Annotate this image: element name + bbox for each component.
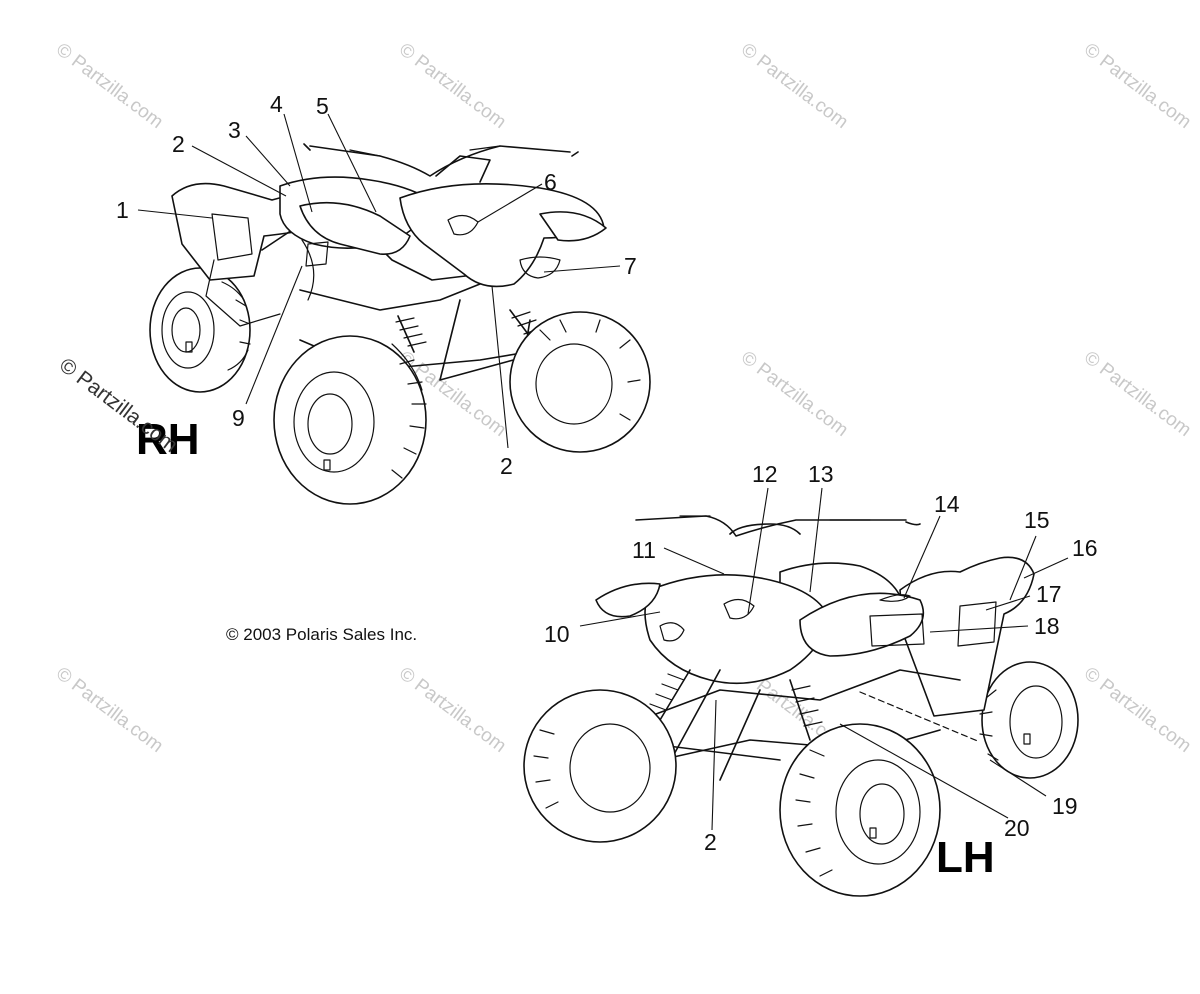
callout-1: 1 (116, 197, 129, 223)
watermark: © Partzilla.com (737, 347, 852, 441)
callout-11: 11 (632, 537, 656, 563)
callout-12: 12 (752, 461, 778, 487)
copyright-notice: © 2003 Polaris Sales Inc. (226, 625, 417, 644)
callout-10: 10 (544, 621, 570, 647)
watermark: © Partzilla.com (395, 663, 510, 757)
callout-14: 14 (934, 491, 960, 517)
callout-numbers: 1 2 3 4 5 6 7 9 2 2 10 11 12 13 14 15 16… (116, 91, 1098, 855)
callout-16: 16 (1072, 535, 1098, 561)
callout-2-rh-lower: 2 (500, 453, 513, 479)
watermark: © Partzilla.com (1080, 663, 1195, 757)
leader-lines (137, 113, 1069, 831)
atv-lh-illustration (523, 515, 1079, 897)
callout-20: 20 (1004, 815, 1030, 841)
watermark: © Partzilla.com (1080, 347, 1195, 441)
callout-17: 17 (1036, 581, 1062, 607)
callout-2: 2 (172, 131, 185, 157)
watermark: © Partzilla.com (52, 39, 167, 133)
callout-9: 9 (232, 405, 245, 431)
watermark: © Partzilla.com (1080, 39, 1195, 133)
watermark: © Partzilla.com (395, 39, 510, 133)
watermark: © Partzilla.com (737, 39, 852, 133)
callout-13: 13 (808, 461, 834, 487)
rh-side-label: RH (136, 415, 200, 464)
callout-3: 3 (228, 117, 241, 143)
callout-19: 19 (1052, 793, 1078, 819)
callout-7: 7 (624, 253, 637, 279)
watermark: © Partzilla.com (52, 663, 167, 757)
callout-6: 6 (544, 169, 557, 195)
callout-15: 15 (1024, 507, 1050, 533)
callout-4: 4 (270, 91, 283, 117)
callout-2-lh: 2 (704, 829, 717, 855)
atv-rh-illustration (149, 143, 651, 505)
callout-18: 18 (1034, 613, 1060, 639)
lh-side-label: LH (936, 833, 995, 882)
callout-5: 5 (316, 93, 329, 119)
